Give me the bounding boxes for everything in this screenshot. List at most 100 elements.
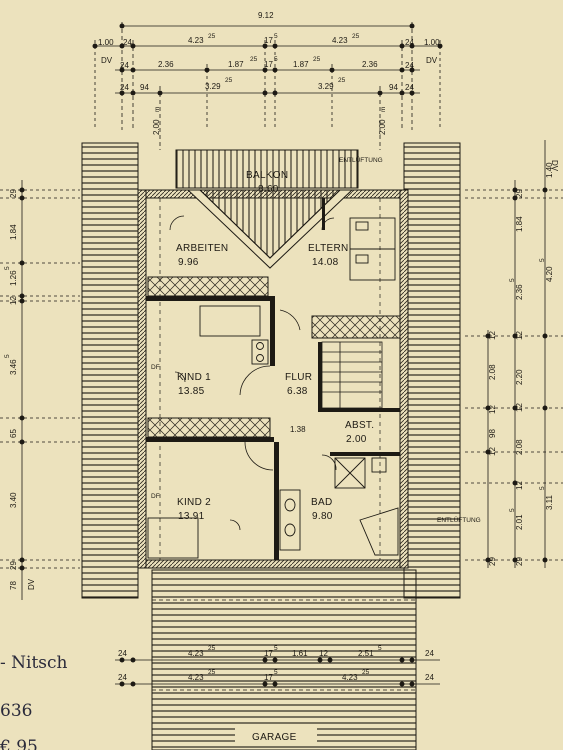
right-inner-1: 12 [488, 331, 497, 340]
bottom1-dim-1: 24 [118, 649, 127, 658]
df2-label: DF [151, 493, 160, 500]
right-outer-3: 4.20 [545, 266, 554, 282]
dim-row3-1: 24 [120, 83, 129, 92]
bottom1-dim-6: 1.61 [292, 649, 308, 658]
right-mid-9: 12 [515, 481, 524, 490]
room-abst-area: 2.00 [346, 434, 367, 445]
room-arbeiten-name: ARBEITEN [176, 243, 228, 254]
right-outer-6: 5 [539, 486, 546, 490]
dim-row2-1: 24 [120, 61, 129, 70]
dim-row2-8: 25 [313, 56, 321, 63]
dim-dv-left: DV [101, 56, 113, 65]
dim-row3-2: 94 [140, 83, 149, 92]
bottom1-dim-10: 24 [425, 649, 434, 658]
right-inner-2: 2.08 [488, 364, 497, 380]
handwriting-line1: - Nitsch [0, 653, 68, 673]
dim-top-10: 1.00 [424, 38, 440, 47]
dim-top-8: 25 [352, 33, 360, 40]
room-arbeiten-area: 9.96 [178, 257, 199, 268]
left-dim-12: DV [27, 578, 36, 590]
right-mid-11: 5 [509, 508, 516, 512]
dim-row3-8: 24 [405, 83, 414, 92]
room-balkon-name: BALKON [246, 170, 288, 181]
right-inner-3: 12 [488, 405, 497, 414]
room-kind1-name: KIND 1 [177, 372, 211, 383]
left-dim-3: 1.26 [9, 270, 18, 286]
right-mid-1: 29 [515, 189, 524, 198]
right-inner-5: 12 [488, 447, 497, 456]
bottom2-dim-1: 24 [118, 673, 127, 682]
room-bad-area: 9.80 [312, 511, 333, 522]
bottom2-dim-4: 17 [264, 673, 273, 682]
room-eltern-area: 14.08 [312, 257, 339, 268]
dim-row3-6: 25 [338, 77, 346, 84]
handwriting-line2: 636 [0, 701, 32, 721]
dim-top-5: 17 [264, 36, 273, 45]
dim-row2-2: 2.36 [158, 60, 174, 69]
dim-row3-5: 3.29 [318, 82, 334, 91]
bottom1-dim-8: 2.51 [358, 649, 374, 658]
right-mid-2: 1.84 [515, 216, 524, 232]
right-mid-4: 5 [509, 278, 516, 282]
room-flur-name: FLUR [285, 372, 312, 383]
door-swings [169, 215, 337, 531]
dim-row2-9: 2.36 [362, 60, 378, 69]
left-dim-8: 65 [9, 429, 18, 438]
right-mid-5: 12 [515, 331, 524, 340]
left-dimension-ticks [0, 189, 80, 569]
balcony-v [186, 189, 354, 269]
room-garage-name: GARAGE [252, 732, 297, 743]
right-mid-6: 2.20 [515, 369, 524, 385]
right-inner-4: 98 [488, 429, 497, 438]
dim-top-6: 5 [274, 33, 278, 40]
bottom2-dim-7: 25 [362, 669, 370, 676]
dim-top-1: 1.00 [98, 38, 114, 47]
right-mid-10: 2.01 [515, 514, 524, 530]
dim-2m-right-unit: m [380, 107, 387, 112]
dim-row3-4: 25 [225, 77, 233, 84]
right-dimension-dots [485, 187, 548, 563]
dim-2m-right: 2.00 [378, 119, 387, 135]
roof-eaves [81, 142, 461, 599]
left-dim-4: 5 [4, 266, 11, 270]
dim-top-7: 4.23 [332, 36, 348, 45]
left-dim-9: 3.40 [9, 492, 18, 508]
entlueftung-bottom-label: ENTLÜFTUNG [437, 516, 481, 524]
dim-2m-left-unit: m [154, 107, 161, 112]
bottom2-dim-6: 4.23 [342, 673, 358, 682]
wardrobes [147, 276, 401, 438]
room-bad-name: BAD [311, 497, 332, 508]
bottom2-dim-5: 5 [274, 669, 278, 676]
dim-row2-4: 25 [250, 56, 258, 63]
bottom1-dim-9: 5 [378, 645, 382, 652]
top-dimension-dots [92, 23, 443, 96]
dim-row2-6: 5 [274, 56, 278, 63]
dim-top-3: 4.23 [188, 36, 204, 45]
right-outer-4: 5 [539, 258, 546, 262]
bottom1-dim-4: 17 [264, 649, 273, 658]
interior-walls [146, 198, 400, 560]
right-mid-7: 12 [515, 403, 524, 412]
dim-row3-7: 94 [389, 83, 398, 92]
dim-row2-7: 1.87 [293, 60, 309, 69]
bottom2-dim-3: 25 [208, 669, 216, 676]
left-dim-7: 5 [4, 354, 11, 358]
bottom1-dim-2: 4.23 [188, 649, 204, 658]
dim-top-4: 25 [208, 33, 216, 40]
dim-dv-right: DV [426, 56, 438, 65]
left-dim-5: 12 [9, 296, 18, 305]
left-dimension-dots [19, 187, 25, 571]
dim-row2-3: 1.87 [228, 60, 244, 69]
df1-label: DF [151, 364, 160, 371]
bottom2-dim-2: 4.23 [188, 673, 204, 682]
right-outer-2: DV [550, 160, 559, 172]
dim-row3-3: 3.29 [205, 82, 221, 91]
dim-top-2: 24 [123, 38, 132, 47]
room-eltern-name: ELTERN [308, 243, 349, 254]
right-outer-5: 3.11 [545, 494, 554, 510]
room-kind1-area: 13.85 [178, 386, 205, 397]
left-dim-1: 29 [9, 189, 18, 198]
left-dim-2: 1.84 [9, 224, 18, 240]
room-abst-name: ABST. [345, 420, 374, 431]
